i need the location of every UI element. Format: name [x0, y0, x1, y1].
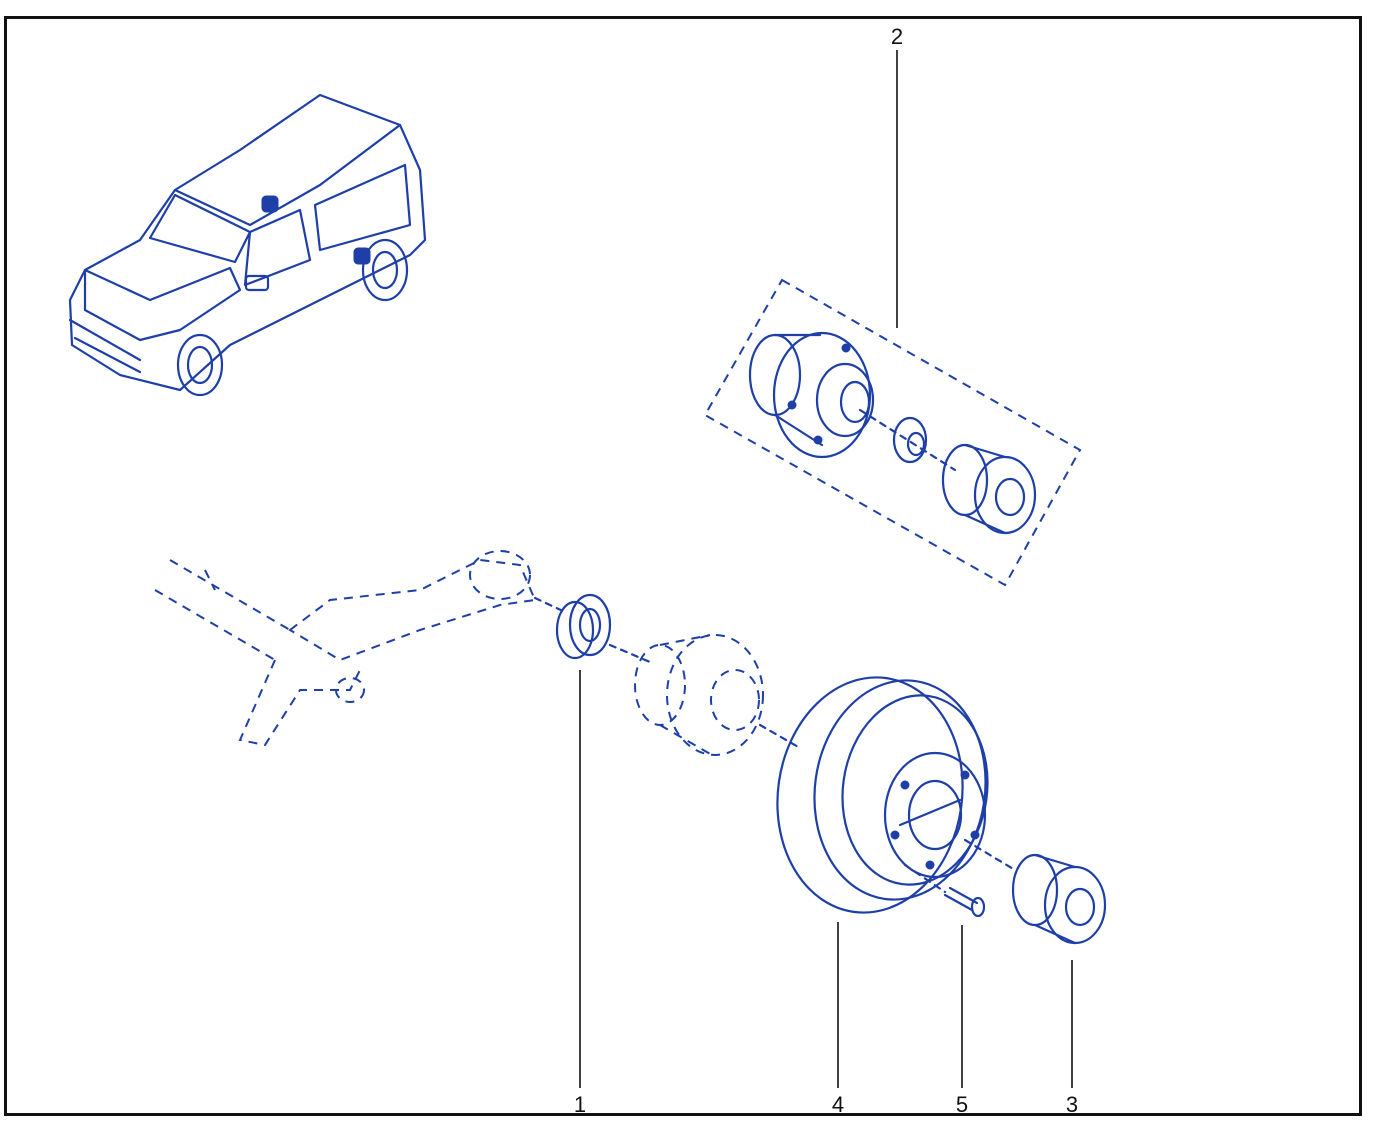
leader-lines: [579, 50, 1073, 1088]
callout-3: 3: [1066, 1092, 1078, 1117]
part-bolt: [903, 863, 986, 918]
part-brake-drum: [776, 676, 989, 914]
hub-kit-group: [703, 278, 1082, 587]
callout-5: 5: [956, 1092, 968, 1117]
diagram-frame: [4, 16, 1362, 1116]
hub-outline: [608, 634, 802, 756]
axle-arm-outline: [154, 550, 537, 747]
part-seal: [533, 593, 612, 660]
callout-1: 1: [574, 1092, 586, 1117]
callout-4: 4: [832, 1092, 844, 1117]
callout-2: 2: [891, 24, 903, 49]
vehicle-illustration: [68, 93, 427, 397]
part-bearing: [963, 838, 1107, 945]
